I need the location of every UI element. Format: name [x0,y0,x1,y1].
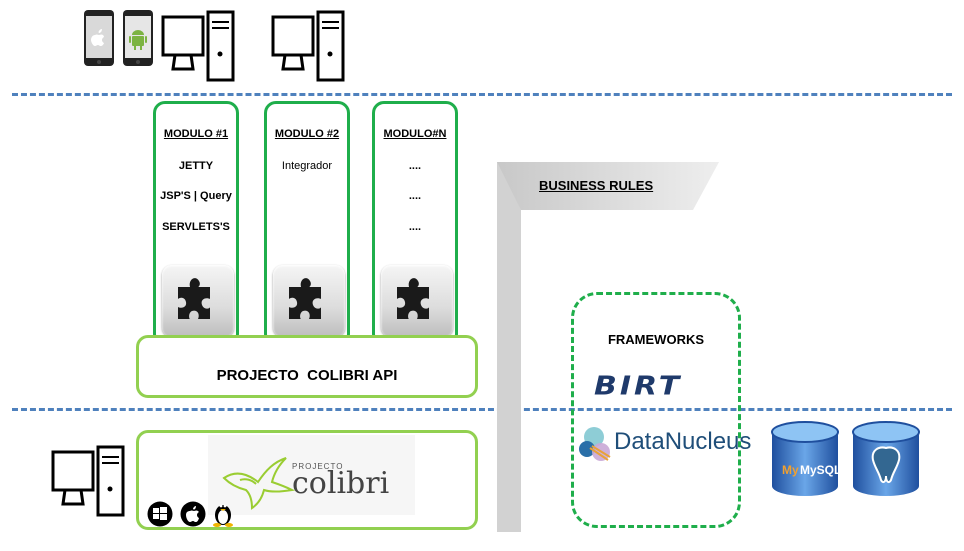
puzzle-icon [381,265,453,337]
postgresql-database-icon [851,420,921,498]
hummingbird-icon [218,448,298,510]
module-line: .... [408,221,422,233]
business-rules-label: BUSINESS RULES [539,178,654,193]
api-label: PROJECTO COLIBRI API [216,367,398,384]
module-title: MODULO #2 [274,128,340,140]
module-card-1: MODULO #1 JETTY JSP'S | Query SERVLETS'S [153,101,239,346]
frameworks-title: FRAMEWORKS [607,332,705,347]
business-rules-bar [497,162,719,532]
windows-icon [147,501,173,527]
module-line: Integrador [281,160,333,172]
apple-icon [180,501,206,527]
puzzle-icon [273,265,345,337]
module-line: SERVLETS'S [162,221,230,233]
module-title: MODULO #1 [163,128,229,140]
android-phone-icon [122,9,154,67]
module-title: MODULO#N [383,128,447,140]
svg-text:MySQL: MySQL [800,463,840,477]
desktop-computer-icon [270,9,346,83]
iphone-icon [83,9,115,67]
mysql-database-icon: My MySQL [770,420,841,498]
tier-separator-bottom [12,408,952,411]
module-line: .... [408,160,422,172]
svg-text:My: My [782,463,799,477]
desktop-computer-icon [160,9,236,83]
module-line: .... [408,190,422,202]
datanucleus-logo: DataNucleus [614,428,752,455]
frameworks-container [571,292,741,528]
module-card-n: MODULO#N .... .... .... [372,101,458,346]
birt-logo: BIRT [594,371,683,402]
colibri-api-container: PROJECTO COLIBRI API [136,335,478,398]
tier-separator-top [12,93,952,96]
linux-icon [211,499,235,527]
colibri-wordmark: colibri [292,466,390,501]
puzzle-icon [162,265,234,337]
module-card-2: MODULO #2 Integrador [264,101,350,346]
datanucleus-logo-icon [576,424,616,464]
module-line: JSP'S | Query [160,190,232,202]
projecto-label: PROJECTO [292,462,344,471]
module-line: JETTY [178,160,214,172]
desktop-computer-icon [50,444,126,518]
